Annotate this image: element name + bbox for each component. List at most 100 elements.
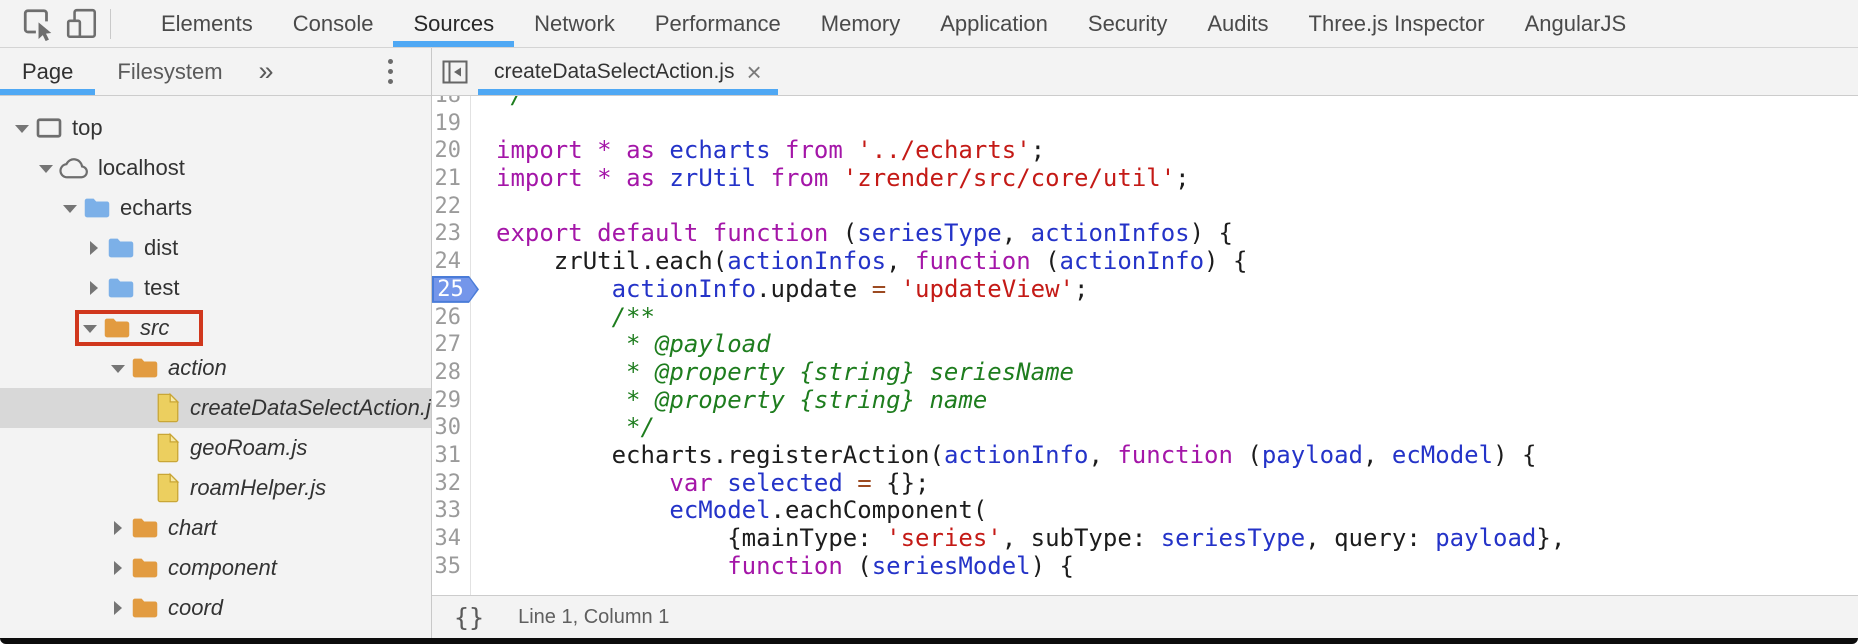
device-toolbar-button[interactable]: [60, 0, 104, 47]
inspect-cursor-icon: [21, 7, 55, 41]
inspect-element-button[interactable]: [16, 0, 60, 47]
more-options-button[interactable]: [388, 48, 393, 95]
code-line-content[interactable]: zrUtil.each(actionInfos, function (actio…: [496, 247, 1248, 276]
tree-item-georoam-js[interactable]: geoRoam.js: [0, 428, 431, 468]
tab-three-js-inspector[interactable]: Three.js Inspector: [1308, 10, 1485, 36]
tab-audits[interactable]: Audits: [1207, 10, 1269, 36]
line-number[interactable]: 23: [434, 221, 462, 247]
disclosure-arrow-icon[interactable]: [82, 321, 97, 335]
file-icon: [155, 472, 181, 504]
code-line-content[interactable]: /**: [611, 302, 655, 331]
folder-icon: [131, 596, 159, 620]
code-line-content[interactable]: ecModel.eachComponent(: [669, 496, 988, 525]
code-line-content[interactable]: echarts.registerAction(actionInfo, funct…: [496, 440, 1537, 469]
tree-item-coord[interactable]: coord: [0, 588, 431, 628]
code-line-31: 31 echarts.registerAction(actionInfo, fu…: [432, 440, 1858, 470]
disclosure-arrow-icon[interactable]: [86, 241, 100, 255]
code-line-content[interactable]: var selected = {};: [669, 468, 930, 497]
code-line-content[interactable]: export default function (seriesType, act…: [496, 219, 1233, 248]
line-number[interactable]: 30: [434, 415, 462, 441]
disclosure-arrow-icon[interactable]: [110, 361, 125, 375]
disclosure-arrow-icon[interactable]: [62, 201, 77, 215]
line-number[interactable]: 27: [434, 332, 462, 358]
code-line-content[interactable]: */: [626, 413, 655, 442]
line-number[interactable]: 26: [434, 304, 462, 330]
tree-item-localhost[interactable]: localhost: [0, 148, 431, 188]
close-icon[interactable]: ×: [746, 56, 762, 87]
line-number[interactable]: 19: [434, 110, 462, 136]
code-line-content[interactable]: [471, 193, 496, 221]
tab-sources[interactable]: Sources: [393, 0, 514, 47]
line-number[interactable]: 21: [434, 166, 462, 192]
line-number[interactable]: 20: [434, 138, 462, 164]
code-line-content[interactable]: import * as echarts from '../echarts';: [496, 136, 1046, 165]
line-number[interactable]: 25: [432, 275, 479, 304]
code-line-content[interactable]: * @property {string} name: [626, 385, 988, 414]
tree-item-test[interactable]: test: [0, 268, 431, 308]
line-number[interactable]: 29: [434, 387, 462, 413]
code-line-content[interactable]: * @payload: [626, 330, 771, 359]
disclosure-arrow-icon[interactable]: [86, 281, 100, 295]
tab-console[interactable]: Console: [292, 10, 374, 36]
file-icon: [155, 432, 181, 464]
disclosure-arrow-icon[interactable]: [14, 121, 29, 135]
code-line-content[interactable]: {mainType: 'series', subType: seriesType…: [496, 524, 1566, 552]
tree-item-createdataselectaction-js[interactable]: createDataSelectAction.js: [0, 388, 431, 428]
tab-performance[interactable]: Performance: [654, 10, 781, 36]
editor-tab-createdataselectaction[interactable]: createDataSelectAction.js ×: [478, 48, 778, 95]
line-number[interactable]: 24: [434, 249, 462, 275]
annotation-red-box: src: [75, 310, 204, 346]
line-number[interactable]: 35: [434, 553, 462, 579]
line-number[interactable]: 32: [434, 470, 462, 496]
code-line-29: 29 * @property {string} name: [432, 385, 1858, 415]
folder-icon: [131, 516, 159, 540]
tab-security[interactable]: Security: [1087, 10, 1168, 36]
line-number[interactable]: 34: [434, 526, 462, 551]
hide-navigator-button[interactable]: [432, 48, 478, 95]
code-line-22: 22: [432, 193, 1858, 221]
code-line-content[interactable]: */: [471, 96, 525, 110]
tab-application[interactable]: Application: [940, 10, 1048, 36]
line-number[interactable]: 28: [434, 359, 462, 385]
code-line-25: 25 actionInfo.update = 'updateView';: [432, 274, 1858, 304]
tab-angularjs[interactable]: AngularJS: [1524, 10, 1627, 36]
tree-item-chart[interactable]: chart: [0, 508, 431, 548]
overflow-tabs-button[interactable]: »: [258, 56, 274, 86]
tree-item-label: test: [144, 275, 180, 300]
disclosure-arrow-icon[interactable]: [110, 561, 124, 575]
code-line-18: 18*/: [432, 96, 1858, 110]
tab-memory[interactable]: Memory: [820, 10, 901, 36]
disclosure-arrow-icon[interactable]: [110, 521, 124, 535]
tree-item-dist[interactable]: dist: [0, 228, 431, 268]
sidebar-tab-page[interactable]: Page: [0, 48, 96, 95]
line-number[interactable]: 18: [432, 96, 470, 110]
tree-item-echarts[interactable]: echarts: [0, 188, 431, 228]
code-line-content[interactable]: function (seriesModel) {: [727, 551, 1074, 580]
code-line-content[interactable]: [471, 110, 496, 138]
code-line-content[interactable]: actionInfo.update = 'updateView';: [611, 274, 1089, 303]
pretty-print-button[interactable]: {}: [454, 602, 485, 632]
line-number[interactable]: 33: [434, 498, 462, 524]
tab-elements[interactable]: Elements: [161, 10, 253, 36]
tree-item-component[interactable]: component: [0, 548, 431, 588]
line-number[interactable]: 31: [434, 442, 462, 468]
disclosure-arrow-icon[interactable]: [110, 601, 124, 615]
tree-item-roamhelper-js[interactable]: roamHelper.js: [0, 468, 431, 508]
breakpoint-marker[interactable]: 25: [432, 275, 479, 303]
tree-item-action[interactable]: action: [0, 348, 431, 388]
tree-item-top[interactable]: top: [0, 108, 431, 148]
code-line-content[interactable]: import * as zrUtil from 'zrender/src/cor…: [496, 164, 1190, 193]
line-number[interactable]: 22: [434, 193, 462, 219]
disclosure-arrow-icon[interactable]: [38, 161, 53, 175]
tree-item-label: roamHelper.js: [190, 475, 327, 500]
panel-left-icon: [440, 57, 470, 87]
tree-item-src[interactable]: src: [0, 308, 431, 348]
sidebar-tab-filesystem[interactable]: Filesystem: [117, 58, 223, 84]
tab-network[interactable]: Network: [534, 10, 615, 36]
code-line-content[interactable]: * @property {string} seriesName: [626, 357, 1074, 386]
code-line-21: 21 import * as zrUtil from 'zrender/src/c…: [432, 164, 1858, 193]
frame-icon: [35, 117, 63, 139]
